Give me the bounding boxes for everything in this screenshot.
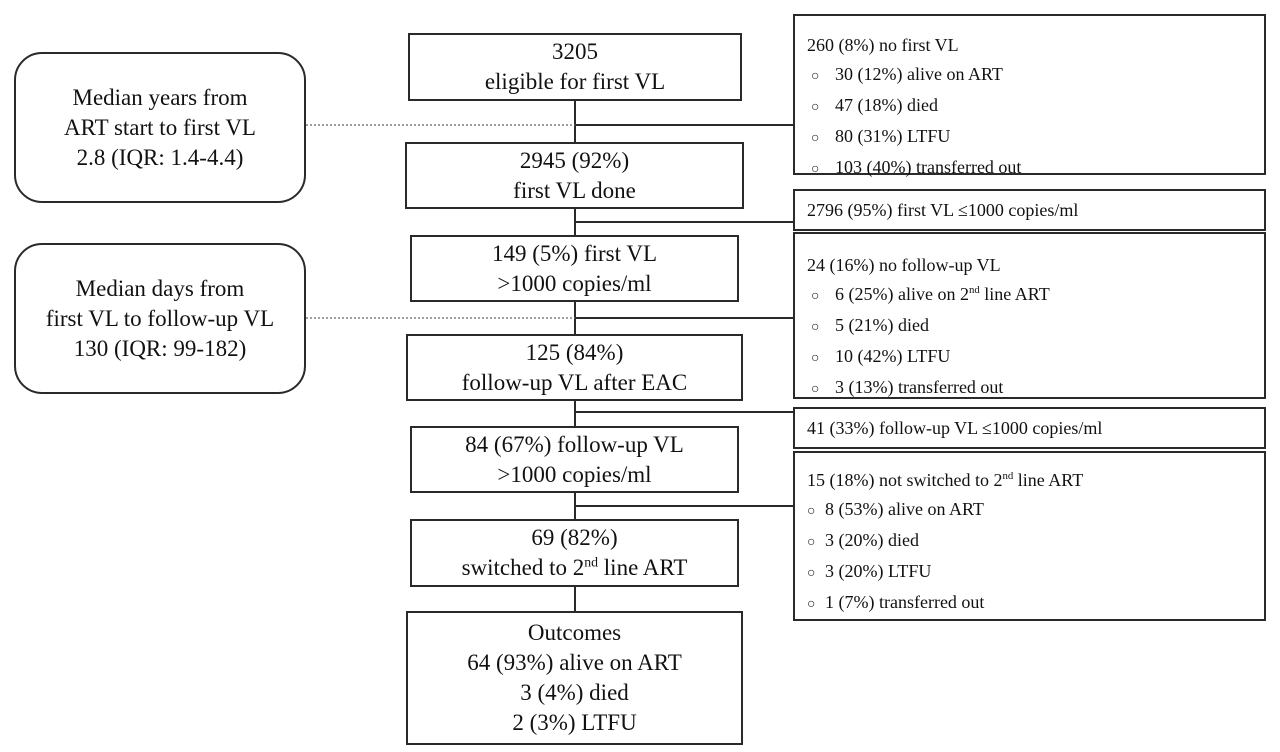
box-count: 125 (84%) (525, 339, 624, 365)
item-text: 80 (31%) LTFU (835, 126, 951, 146)
outcome-line: 2 (3%) LTFU (512, 710, 637, 735)
box-label: switched to 2nd line ART (462, 553, 688, 583)
bullet-icon: ○ (811, 162, 820, 177)
box-count: 2945 (92%) (519, 147, 630, 173)
outcome-line: 64 (93%) alive on ART (467, 650, 682, 675)
bullet-icon: ○ (811, 131, 820, 146)
bullet-icon: ○ (811, 69, 820, 84)
list-item: ○ 3 (20%) LTFU (807, 557, 1264, 588)
note-line: first VL to follow-up VL (45, 305, 275, 331)
item-text: 1 (7%) transferred out (825, 592, 985, 612)
note-line: Median years from (72, 84, 248, 110)
item-text: line ART (979, 284, 1050, 304)
list-item: ○ 80 (31%) LTFU (807, 122, 1264, 153)
item-text: 6 (25%) alive on 2 (835, 284, 969, 304)
item-text: 3 (20%) LTFU (825, 561, 932, 581)
box-first-vl-done: 2945 (92%) first VL done (405, 142, 744, 209)
box-followup-vl-unsuppressed: 84 (67%) follow-up VL >1000 copies/ml (410, 426, 739, 493)
list-item: ○ 3 (13%) transferred out (807, 373, 1264, 404)
label-text: line ART (598, 555, 688, 580)
side-header: 15 (18%) not switched to 2nd line ART (807, 466, 1264, 495)
item-text: 10 (42%) LTFU (835, 346, 951, 366)
list-item: ○ 8 (53%) alive on ART (807, 495, 1264, 526)
header-text: line ART (1013, 470, 1084, 490)
side-header: 260 (8%) no first VL (807, 35, 959, 55)
note-median-days: Median days from first VL to follow-up V… (14, 243, 306, 394)
box-first-vl-unsuppressed: 149 (5%) first VL >1000 copies/ml (410, 235, 739, 302)
item-text: 103 (40%) transferred out (835, 157, 1022, 177)
note-line: Median days from (75, 275, 245, 301)
box-label: >1000 copies/ml (497, 461, 652, 487)
item-text: 8 (53%) alive on ART (825, 499, 984, 519)
box-count: 84 (67%) follow-up VL (465, 431, 684, 457)
item-text: 47 (18%) died (835, 95, 938, 115)
list-item: ○ 10 (42%) LTFU (807, 342, 1264, 373)
list-item: ○ 30 (12%) alive on ART (807, 60, 1264, 91)
item-text: 3 (13%) transferred out (835, 377, 1004, 397)
note-line: ART start to first VL (64, 114, 256, 140)
outcomes-title: Outcomes (527, 620, 622, 645)
side-header: 24 (16%) no follow-up VL (807, 255, 1001, 275)
side-box-no-first-vl: 260 (8%) no first VL ○ 30 (12%) alive on … (793, 14, 1266, 177)
list-item: ○ 103 (40%) transferred out (807, 153, 1264, 184)
side-box-no-followup-vl: 24 (16%) no follow-up VL ○ 6 (25%) alive … (793, 232, 1266, 399)
box-label: first VL done (513, 177, 636, 203)
bullet-icon: ○ (807, 566, 816, 581)
box-count: 69 (82%) (531, 525, 618, 550)
list-item: ○ 3 (20%) died (807, 526, 1264, 557)
list-item: ○ 1 (7%) transferred out (807, 588, 1264, 619)
item-text: 5 (21%) died (835, 315, 929, 335)
side-box-first-vl-suppressed: 2796 (95%) first VL ≤1000 copies/ml (793, 189, 1266, 231)
list-item: ○ 47 (18%) died (807, 91, 1264, 122)
bullet-icon: ○ (807, 504, 816, 519)
bullet-icon: ○ (807, 597, 816, 612)
box-followup-vl-after-eac: 125 (84%) follow-up VL after EAC (406, 334, 743, 401)
bullet-icon: ○ (807, 535, 816, 550)
box-count: 149 (5%) first VL (491, 240, 658, 266)
note-line: 2.8 (IQR: 1.4-4.4) (76, 144, 244, 170)
bullet-icon: ○ (811, 100, 820, 115)
list-item: ○ 6 (25%) alive on 2nd line ART (807, 280, 1264, 311)
label-text: switched to 2 (461, 555, 585, 580)
note-median-years: Median years from ART start to first VL … (14, 52, 306, 203)
list-item: ○ 5 (21%) died (807, 311, 1264, 342)
box-label: >1000 copies/ml (497, 270, 652, 296)
side-box-not-switched: 15 (18%) not switched to 2nd line ART ○ 8… (793, 451, 1266, 621)
superscript: nd (584, 554, 599, 570)
box-count: 3205 (552, 39, 598, 64)
item-text: 3 (20%) died (825, 530, 919, 550)
bullet-icon: ○ (811, 289, 820, 304)
box-switched-second-line: 69 (82%) switched to 2nd line ART (410, 519, 739, 587)
box-eligible: 3205 eligible for first VL (408, 33, 742, 101)
item-text: 30 (12%) alive on ART (835, 64, 1003, 84)
note-line: 130 (IQR: 99-182) (73, 335, 247, 361)
header-text: 15 (18%) not switched to 2 (807, 470, 1003, 490)
bullet-icon: ○ (811, 320, 820, 335)
bullet-icon: ○ (811, 351, 820, 366)
box-label: eligible for first VL (484, 69, 666, 94)
superscript: nd (968, 284, 980, 296)
side-box-followup-suppressed: 41 (33%) follow-up VL ≤1000 copies/ml (793, 407, 1266, 449)
side-text: 2796 (95%) first VL ≤1000 copies/ml (807, 199, 1079, 220)
outcome-line: 3 (4%) died (520, 680, 629, 705)
box-label: follow-up VL after EAC (461, 369, 688, 395)
box-outcomes: Outcomes 64 (93%) alive on ART 3 (4%) di… (406, 611, 743, 745)
bullet-icon: ○ (811, 382, 820, 397)
superscript: nd (1002, 470, 1014, 482)
side-text: 41 (33%) follow-up VL ≤1000 copies/ml (807, 417, 1103, 438)
